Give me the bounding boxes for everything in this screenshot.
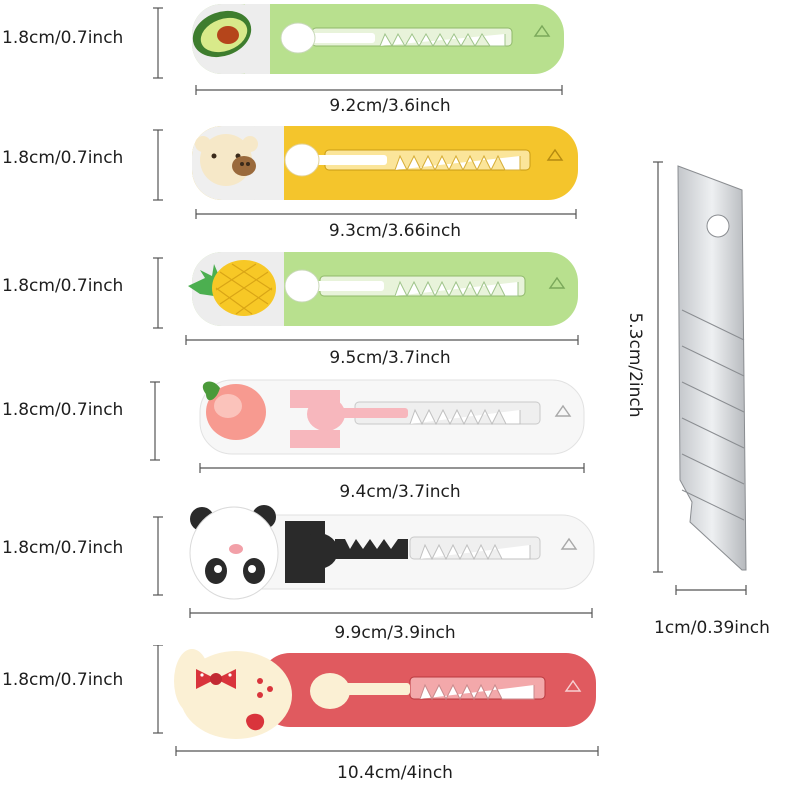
width-label: 9.5cm/3.7inch [329, 348, 451, 368]
blade: 5.3cm/2inch 1cm/0.39inch [600, 150, 800, 650]
width-label: 10.4cm/4inch [337, 763, 453, 783]
cutter-rabbit: 1.8cm/0.7inch 10.4cm/4inch [0, 645, 610, 785]
height-label: 1.8cm/0.7inch [2, 670, 124, 690]
height-label: 1.8cm/0.7inch [2, 538, 124, 558]
cutter-bear-graphic [153, 126, 578, 219]
cutter-peach: 1.8cm/0.7inch 9.4cm/3.7inch [0, 376, 600, 502]
blade-width-label: 1cm/0.39inch [654, 618, 770, 638]
height-label: 1.8cm/0.7inch [2, 28, 124, 48]
cutter-panda-graphic [153, 505, 595, 618]
cutter-rabbit-graphic [153, 645, 599, 756]
width-label: 9.4cm/3.7inch [339, 482, 461, 502]
blade-graphic [653, 161, 747, 595]
blade-height-label: 5.3cm/2inch [625, 312, 645, 418]
width-label: 9.2cm/3.6inch [329, 96, 451, 116]
cutter-pineapple-graphic [153, 252, 579, 345]
cutter-avocado: 1.8cm/0.7inch 9.2cm/3.6inch [0, 0, 600, 118]
height-label: 1.8cm/0.7inch [2, 148, 124, 168]
cutter-pineapple: 1.8cm/0.7inch 9.5cm/3.7inch [0, 250, 600, 370]
cutter-avocado-graphic [153, 4, 564, 95]
width-label: 9.9cm/3.9inch [334, 623, 456, 643]
width-label: 9.3cm/3.66inch [328, 221, 462, 241]
cutter-peach-graphic [150, 379, 585, 473]
cutter-bear: 1.8cm/0.7inch 9.3cm/3.66inch [0, 122, 600, 242]
cutter-panda: 1.8cm/0.7inch 9.9cm/3.9inch [0, 505, 600, 645]
height-label: 1.8cm/0.7inch [2, 400, 124, 420]
height-label: 1.8cm/0.7inch [2, 276, 124, 296]
